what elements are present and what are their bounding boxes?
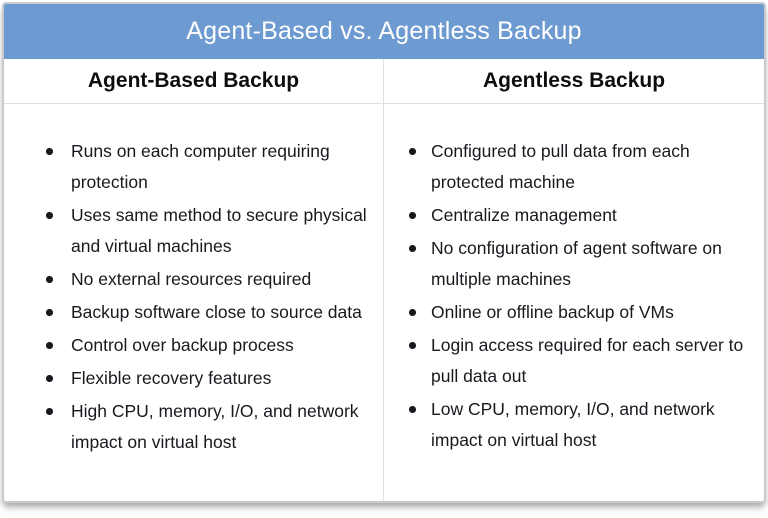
comparison-body: Runs on each computer requiring protecti…	[4, 104, 764, 501]
column-headers-row: Agent-Based Backup Agentless Backup	[4, 59, 764, 104]
list-item: No external resources required	[45, 264, 371, 295]
column-agentless: Configured to pull data from each protec…	[384, 104, 764, 501]
list-item: No configuration of agent software on mu…	[408, 233, 752, 295]
column-header-agent-based: Agent-Based Backup	[4, 59, 384, 103]
card-title: Agent-Based vs. Agentless Backup	[186, 17, 582, 45]
list-item: Backup software close to source data	[45, 297, 371, 328]
list-item: Flexible recovery features	[45, 363, 371, 394]
list-item: Low CPU, memory, I/O, and network impact…	[408, 394, 752, 456]
comparison-card: Agent-Based vs. Agentless Backup Agent-B…	[2, 2, 766, 503]
list-item: Uses same method to secure physical and …	[45, 200, 371, 262]
column-header-agentless: Agentless Backup	[482, 69, 666, 92]
list-item: Login access required for each server to…	[408, 330, 752, 392]
list-item: Control over backup process	[45, 330, 371, 361]
card-title-bar: Agent-Based vs. Agentless Backup	[4, 4, 764, 59]
list-item: Runs on each computer requiring protecti…	[45, 136, 371, 198]
list-item: Online or offline backup of VMs	[408, 297, 752, 328]
list-item: Configured to pull data from each protec…	[408, 136, 752, 198]
agentless-bullet-list: Configured to pull data from each protec…	[384, 136, 764, 456]
agent-based-bullet-list: Runs on each computer requiring protecti…	[4, 136, 383, 458]
list-item: High CPU, memory, I/O, and network impac…	[45, 396, 371, 458]
list-item: Centralize management	[408, 200, 752, 231]
column-agent-based: Runs on each computer requiring protecti…	[4, 104, 384, 501]
